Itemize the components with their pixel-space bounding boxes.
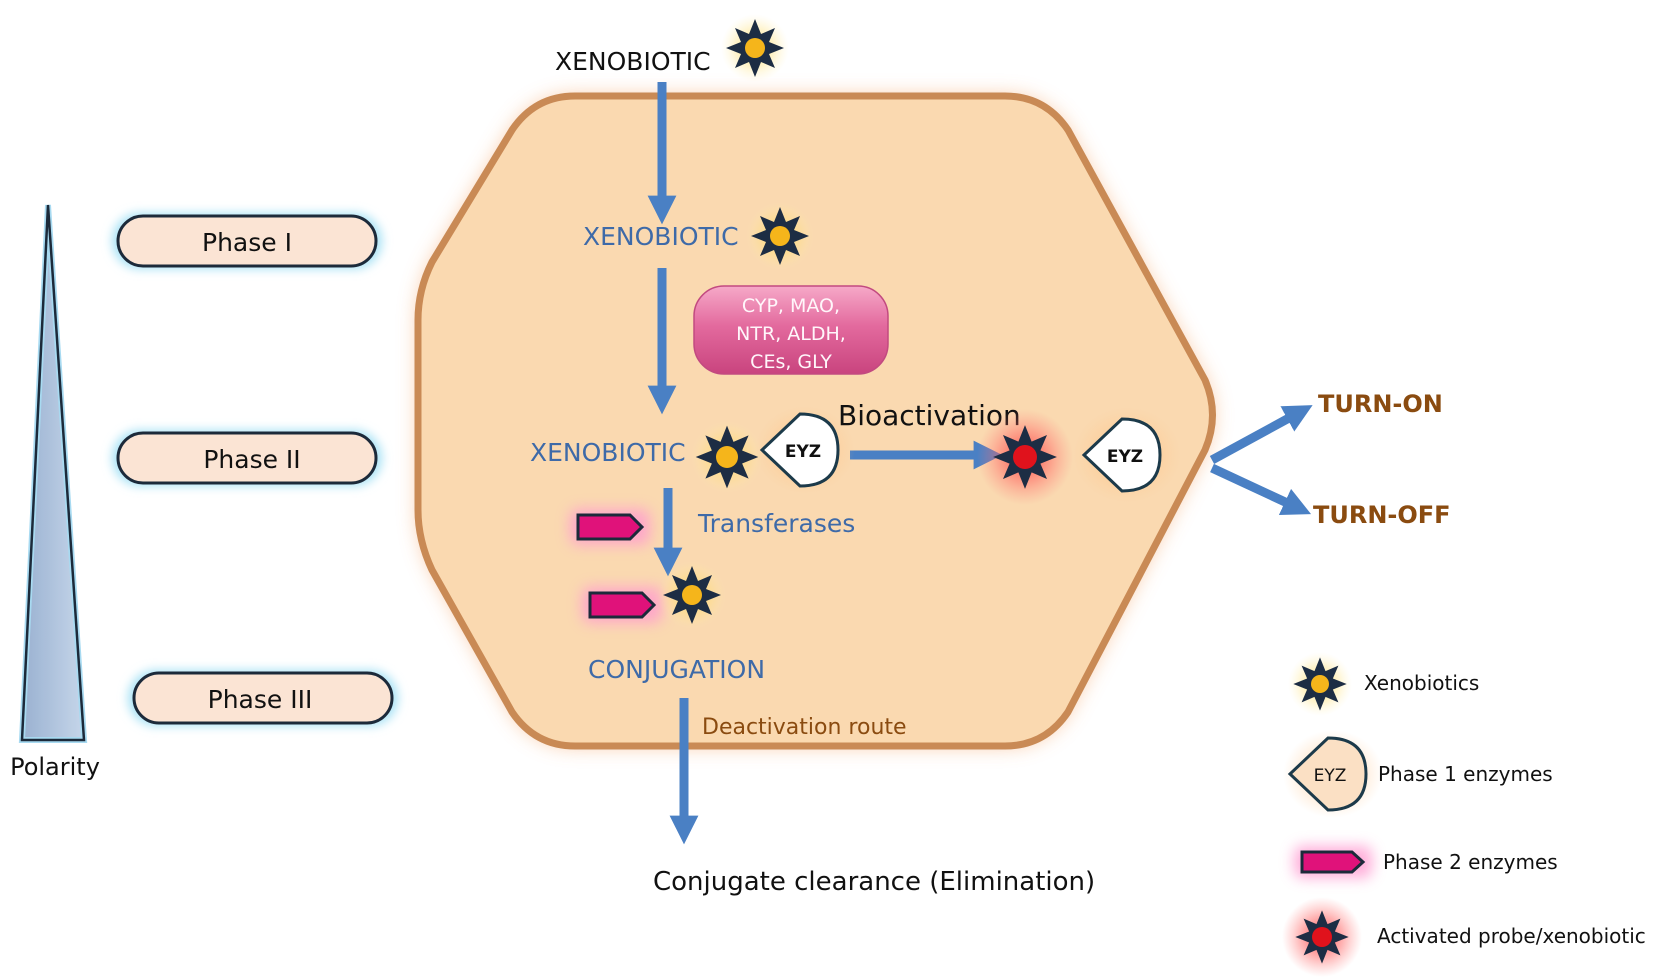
arrow-turn-on [1209, 405, 1313, 464]
enzyme-tag-active-label: EYZ [1107, 447, 1143, 467]
turn-off-label: TURN-OFF [1313, 501, 1451, 529]
pathway-arrows [647, 82, 1313, 845]
conjugation-label: CONJUGATION [588, 655, 765, 684]
enzyme-tag-label: EYZ [785, 442, 821, 462]
transferases-label: Transferases [697, 509, 855, 538]
xenobiotic-bind-label: XENOBIOTIC [530, 438, 686, 467]
enzymes-line-1: CYP, MAO, [742, 295, 840, 317]
legend-phase2-icon [1294, 846, 1372, 878]
phase-3-pill: Phase III [128, 670, 398, 726]
conjugated-xenobiotic-icon [658, 561, 726, 629]
phase2-enzyme-icon-a [570, 509, 650, 545]
xenobiotic-top-label: XENOBIOTIC [555, 47, 711, 76]
phase-1-pill: Phase I [112, 213, 382, 269]
legend-xenobiotics-label: Xenobiotics [1364, 671, 1479, 695]
legend: Xenobiotics EYZ Phase 1 enzymes Phase 2 … [1282, 652, 1646, 977]
xenobiotic-bind-icon [691, 421, 763, 493]
enzymes-line-3: CEs, GLY [750, 351, 832, 373]
xenobiotic-top-icon [721, 14, 789, 82]
legend-phase2-label: Phase 2 enzymes [1383, 850, 1558, 874]
enzyme-tag-icon: EYZ [755, 406, 855, 494]
deactivation-label: Deactivation route [702, 715, 907, 740]
polarity-gradient [18, 204, 88, 743]
enzymes-line-2: NTR, ALDH, [736, 323, 846, 345]
activated-xenobiotic-icon [977, 409, 1073, 505]
legend-phase1-label: Phase 1 enzymes [1378, 762, 1553, 786]
phase-1-label: Phase I [202, 228, 292, 257]
legend-activated-label: Activated probe/xenobiotic [1377, 924, 1646, 948]
phase-2-label: Phase II [203, 445, 300, 474]
legend-xenobiotic-icon [1288, 652, 1352, 716]
phase-3-label: Phase III [208, 685, 313, 714]
enzyme-tag-active-icon: EYZ [1073, 407, 1181, 503]
clearance-label: Conjugate clearance (Elimination) [653, 867, 1095, 897]
polarity-label: Polarity [10, 753, 100, 781]
phase-2-pill: Phase II [112, 430, 382, 486]
turn-on-label: TURN-ON [1318, 390, 1443, 418]
legend-activated-icon [1282, 897, 1362, 977]
phase1-enzymes-box: CYP, MAO, NTR, ALDH, CEs, GLY [693, 285, 889, 375]
phase2-enzyme-icon-b [582, 587, 662, 623]
legend-phase1-icon: EYZ [1283, 730, 1383, 818]
legend-phase1-tag: EYZ [1314, 766, 1347, 786]
arrow-turn-off [1210, 463, 1312, 515]
xenobiotic-mid-label: XENOBIOTIC [583, 222, 739, 251]
xenobiotic-mid-icon [746, 202, 814, 270]
